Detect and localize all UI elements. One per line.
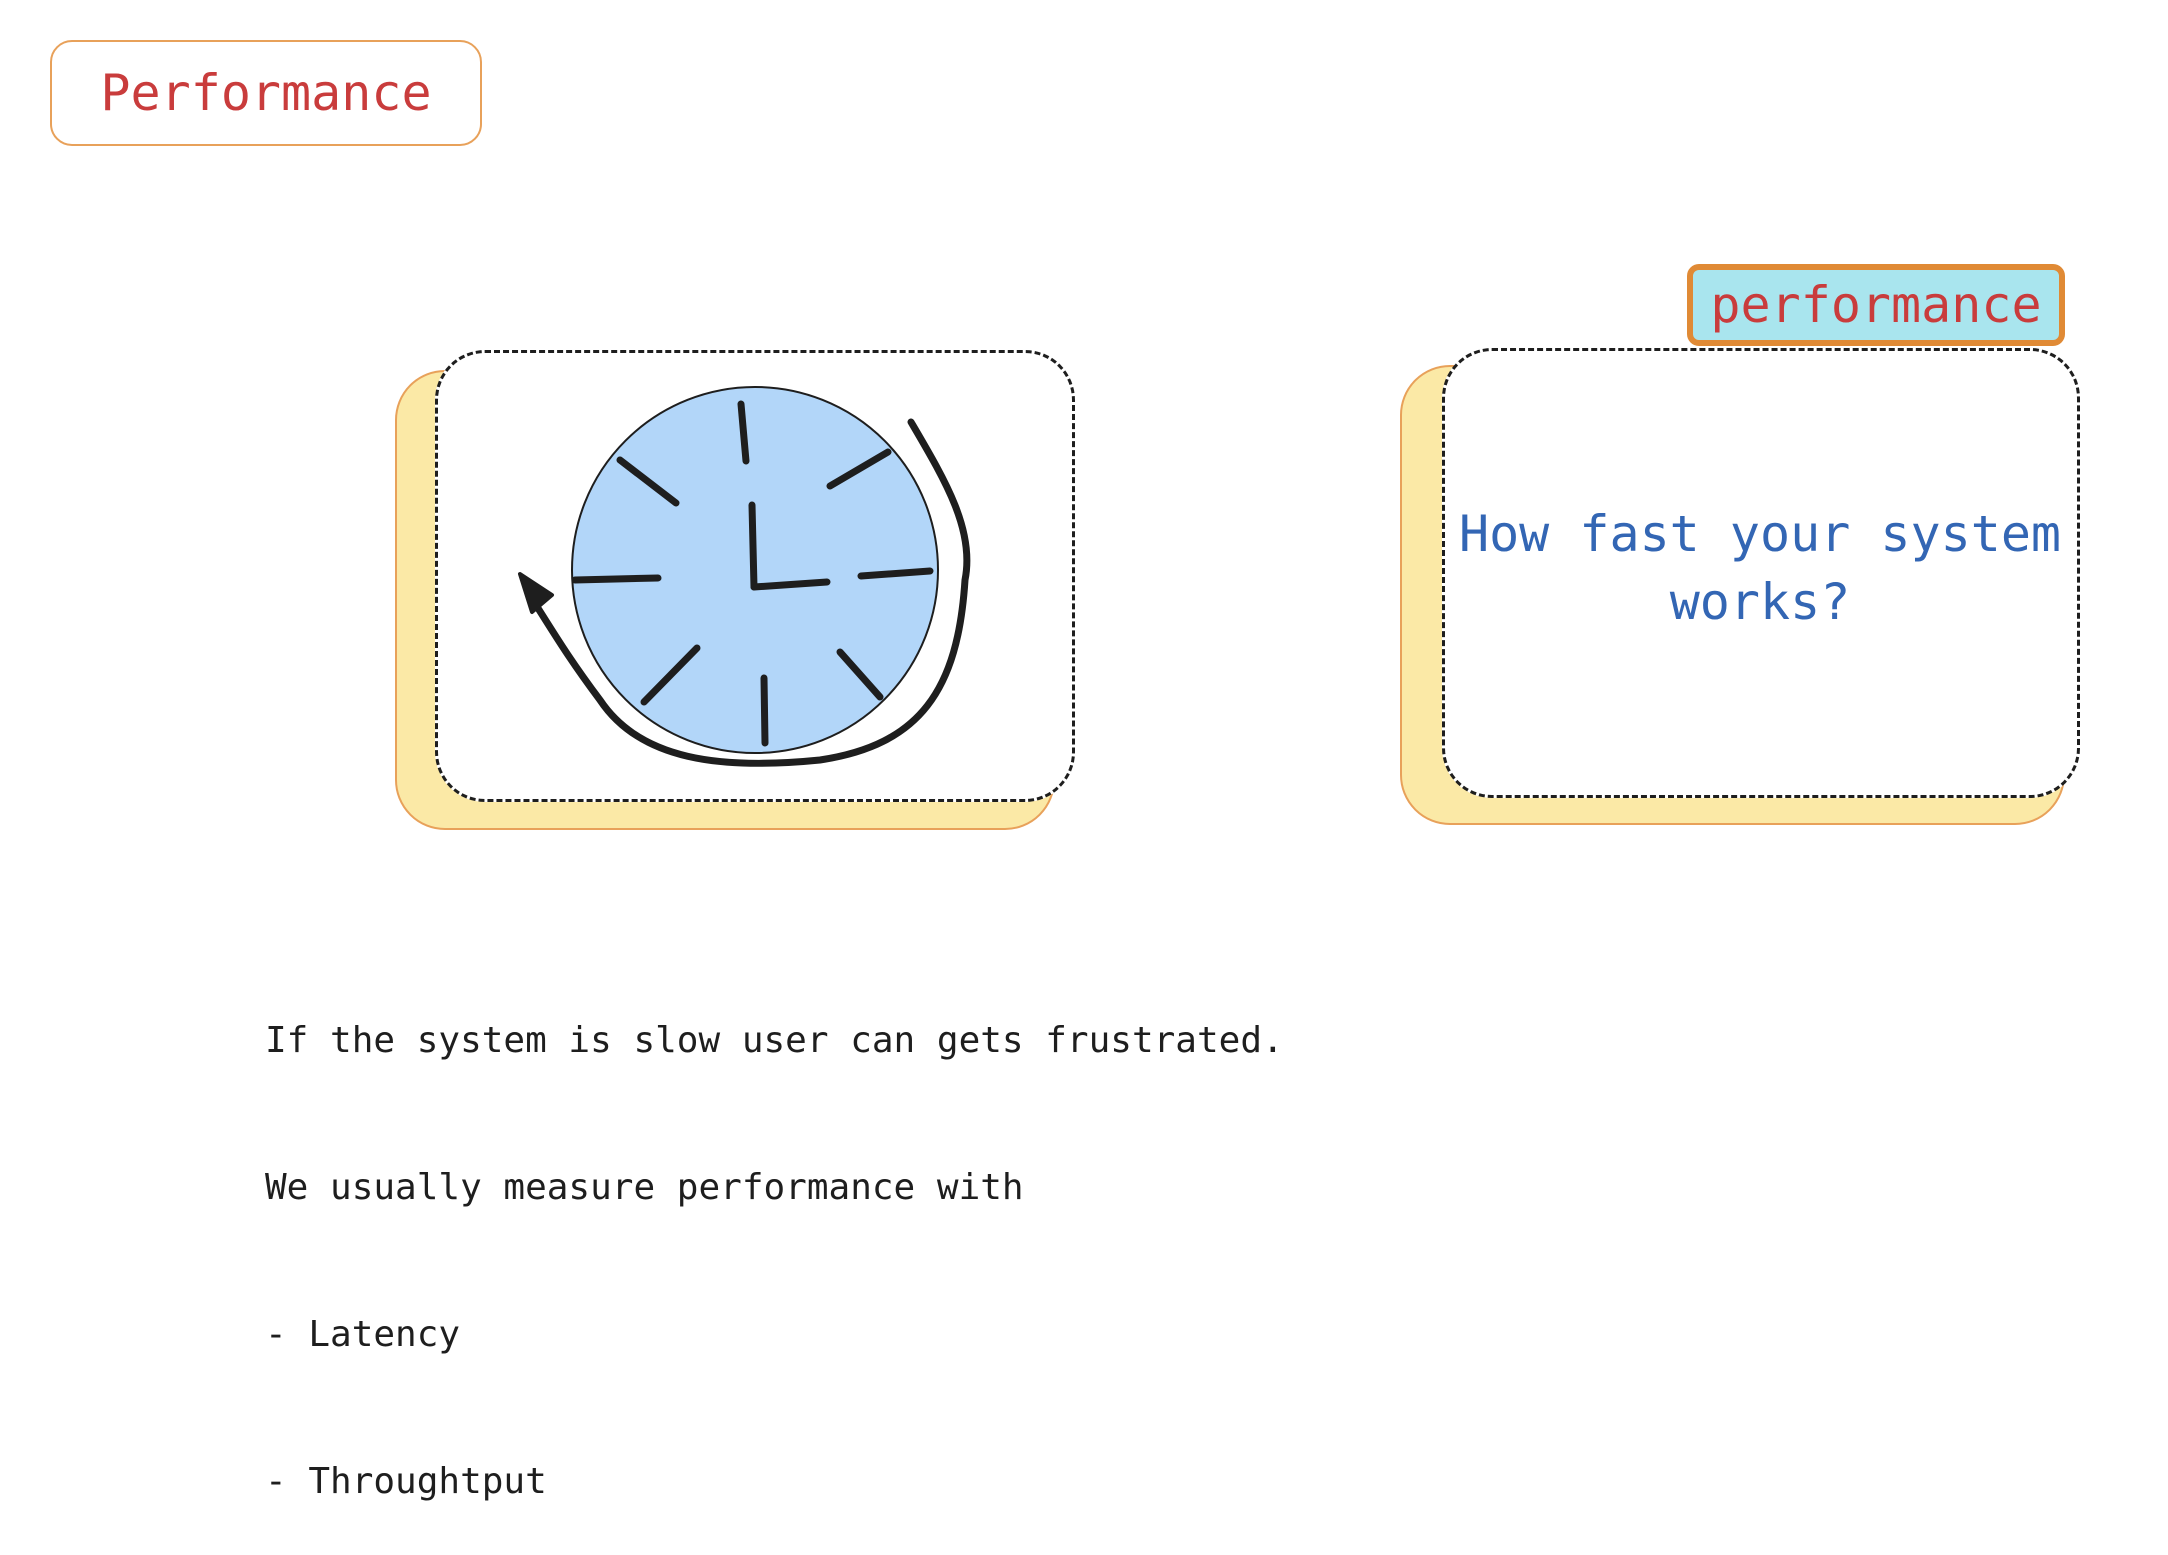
title-box: Performance bbox=[50, 40, 482, 146]
notes-line: - Throughtput bbox=[265, 1461, 547, 1502]
clock-illustration bbox=[518, 386, 971, 767]
notes-line: If the system is slow user can gets frus… bbox=[265, 1020, 1284, 1061]
clock-icon bbox=[571, 386, 939, 754]
performance-tag: performance bbox=[1687, 264, 2065, 346]
rotate-arrow-icon bbox=[518, 418, 971, 767]
page-title: Performance bbox=[100, 64, 432, 122]
question-text: How fast your system works? bbox=[1458, 505, 2062, 631]
notes-line: We usually measure performance with bbox=[265, 1167, 1024, 1208]
performance-tag-label: performance bbox=[1710, 276, 2042, 334]
right-card bbox=[1442, 348, 2080, 798]
notes-block: If the system is slow user can gets frus… bbox=[265, 918, 1284, 1555]
notes-line: - Latency bbox=[265, 1314, 461, 1355]
